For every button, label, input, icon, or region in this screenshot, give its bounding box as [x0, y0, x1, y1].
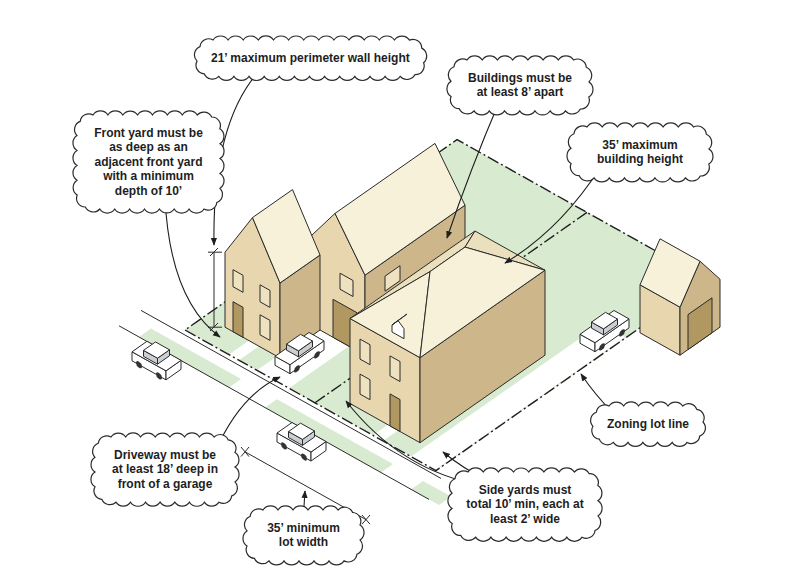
cloud-shape — [243, 506, 364, 565]
callout-cloud: Zoning lot line — [597, 410, 699, 438]
window — [260, 285, 270, 308]
lot-lawn — [185, 140, 708, 471]
window — [233, 270, 243, 293]
parked-car — [580, 311, 629, 355]
callout-text: 35’ maximum building height — [585, 138, 695, 167]
callout-text: Zoning lot line — [607, 417, 689, 431]
window — [260, 315, 270, 341]
callout-cloud: Front yard must be as deep as an adjacen… — [81, 119, 216, 205]
callout-text: Driveway must be at least 18’ deep in fr… — [109, 448, 221, 491]
callout-cloud: 35’ maximum building height — [575, 131, 705, 174]
leader-line — [505, 168, 600, 263]
garage-roof — [640, 239, 700, 307]
callout-text: Side yards must total 10’ min, each at l… — [466, 483, 584, 526]
callout-cloud: Buildings must be at least 8’ apart — [455, 64, 585, 107]
leader-line — [447, 100, 500, 238]
cloud-shape — [448, 468, 602, 541]
door — [390, 394, 400, 432]
callout-text: 21’ maximum perimeter wall height — [211, 51, 410, 65]
garage-door — [688, 298, 712, 350]
street-car — [132, 341, 181, 383]
dormer-roof — [392, 314, 407, 325]
house-roof — [420, 247, 545, 358]
callout-text: Buildings must be at least 8’ apart — [465, 71, 575, 100]
window — [360, 374, 370, 400]
leader-line — [165, 198, 220, 337]
cloud-shape — [567, 123, 713, 182]
cloud-shape — [73, 111, 224, 213]
callout-cloud: 35’ minimum lot width — [251, 514, 356, 557]
window — [360, 339, 370, 365]
zoning-lot-line — [185, 140, 708, 471]
callout-text: 35’ minimum lot width — [261, 521, 346, 550]
cloud-shape — [447, 56, 593, 115]
window — [390, 356, 400, 382]
callout-text: Front yard must be as deep as an adjacen… — [91, 126, 206, 198]
house-roof — [253, 190, 321, 283]
street-car — [277, 423, 326, 465]
cloud-shape — [194, 36, 426, 81]
window — [340, 273, 353, 296]
callout-cloud: 21’ maximum perimeter wall height — [201, 44, 420, 72]
cloud-shape — [591, 402, 706, 446]
door — [233, 302, 243, 338]
callout-cloud: Side yards must total 10’ min, each at l… — [456, 476, 594, 533]
parked-car — [275, 333, 324, 377]
cloud-shape — [91, 433, 239, 506]
callout-cloud: Driveway must be at least 18’ deep in fr… — [99, 441, 231, 498]
wall-height-dimension — [208, 248, 222, 331]
